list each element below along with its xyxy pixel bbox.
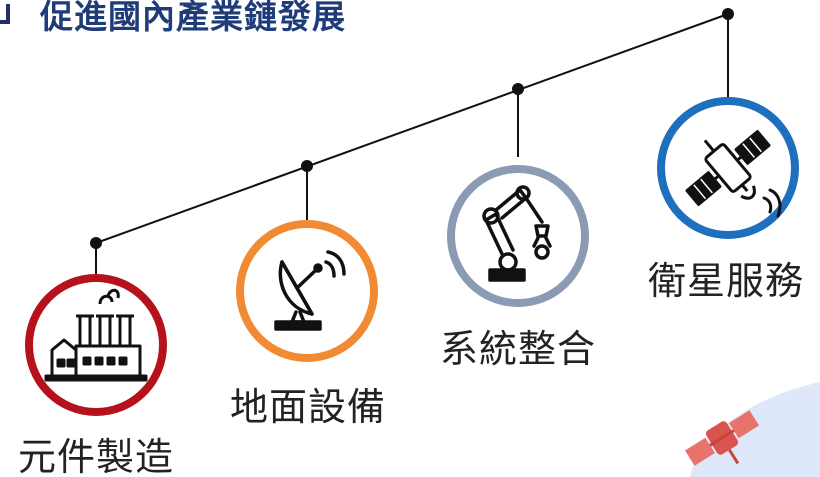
drop-line-2	[301, 160, 313, 224]
stage-2-ring	[236, 220, 378, 362]
drop-line-3	[512, 83, 524, 157]
stage-4-label: 衛星服務	[648, 259, 805, 303]
title-bracket	[0, 4, 10, 24]
drop-line-4	[722, 8, 734, 100]
stage-2-label: 地面設備	[230, 385, 387, 429]
robotic-arm-icon	[482, 185, 552, 282]
factory-icon	[44, 288, 148, 382]
stage-3-node	[447, 165, 589, 307]
connector-line	[95, 13, 729, 244]
stage-1-label: 元件製造	[18, 435, 175, 477]
stage-2-node	[236, 220, 378, 362]
drop-line-1	[90, 237, 102, 278]
stage-4-node	[657, 97, 799, 239]
stage-3-label: 系統整合	[440, 327, 597, 371]
decor-satellite-icon	[685, 410, 759, 466]
stage-3-ring	[447, 165, 589, 307]
page-title: 促進國內產業鏈發展	[40, 0, 346, 36]
satellite-icon	[685, 130, 771, 206]
stage-1-node	[25, 274, 167, 416]
signal-waves-icon	[762, 188, 782, 218]
satellite-dish-icon	[274, 250, 346, 331]
